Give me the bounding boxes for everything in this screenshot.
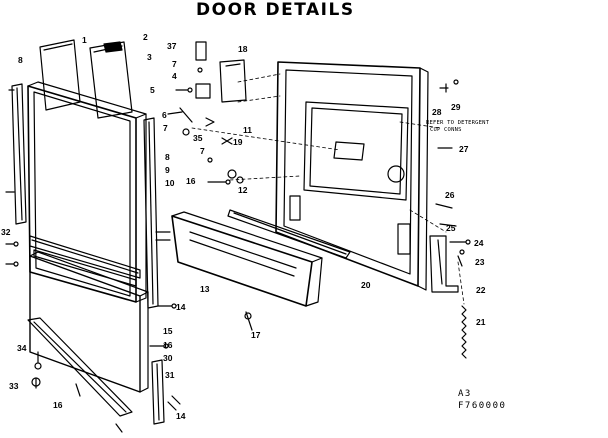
part-label-31: 31	[165, 370, 175, 380]
part-label-16a: 16	[186, 176, 196, 186]
part-label-11: 11	[243, 125, 252, 135]
part-label-19: 19	[233, 137, 243, 147]
part-label-10: 10	[165, 178, 175, 188]
part-label-8a: 8	[18, 55, 23, 65]
diagram-code-line-1: A3	[458, 389, 472, 399]
page-title: DOOR DETAILS	[196, 0, 355, 20]
side-bracket-drawing	[151, 359, 165, 425]
part-label-26: 26	[445, 190, 455, 200]
part-label-18: 18	[238, 44, 248, 54]
spring-drawing	[461, 305, 467, 359]
detergent-note-line-2: CUP CONNS	[430, 127, 462, 133]
part-label-16c: 16	[53, 400, 63, 410]
inner-door-panel-drawing	[27, 81, 147, 303]
outer-door-panel-drawing	[171, 211, 323, 307]
bottom-channel-drawing	[27, 317, 133, 417]
part-label-20: 20	[361, 280, 371, 290]
part-label-24: 24	[474, 238, 484, 248]
part-label-29: 29	[451, 102, 461, 112]
part-label-1: 1	[82, 35, 87, 45]
part-label-8b: 8	[165, 152, 170, 162]
part-label-27: 27	[459, 144, 469, 154]
part-label-25: 25	[446, 223, 456, 233]
part-label-13: 13	[200, 284, 210, 294]
part-label-9: 9	[165, 165, 170, 175]
part-label-14a: 14	[176, 302, 186, 312]
left-screws-drawing	[5, 241, 19, 267]
hinge-arm-drawing	[429, 235, 459, 293]
part-label-2: 2	[143, 32, 148, 42]
part-label-16b: 16	[163, 340, 173, 350]
part-label-12: 12	[238, 185, 248, 195]
part-label-15: 15	[163, 326, 173, 336]
door-frame-drawing	[275, 61, 429, 291]
part-label-32: 32	[1, 227, 11, 237]
part-label-23: 23	[475, 257, 485, 267]
part-label-33: 33	[9, 381, 19, 391]
part-label-35: 35	[193, 133, 203, 143]
part-label-4: 4	[172, 71, 177, 81]
part-label-34: 34	[17, 343, 27, 353]
part-label-7c: 7	[200, 146, 205, 156]
bottom-rail-drawing	[29, 235, 141, 287]
part-label-22: 22	[476, 285, 486, 295]
detergent-note-line-1: REFER TO DETERGENT	[426, 120, 490, 126]
part-label-28: 28	[432, 107, 442, 117]
left-side-trim-drawing	[5, 83, 27, 225]
part-label-7a: 7	[172, 59, 177, 69]
part-label-7b: 7	[163, 123, 168, 133]
part-label-5: 5	[150, 85, 155, 95]
part-label-37: 37	[167, 41, 177, 51]
diagram-code-line-2: F760000	[458, 401, 507, 411]
hinge-hardware-drawing	[195, 41, 247, 103]
part-label-21: 21	[476, 317, 486, 327]
part-label-3: 3	[147, 52, 152, 62]
part-label-6: 6	[162, 110, 167, 120]
part-label-17: 17	[251, 330, 261, 340]
part-label-14b: 14	[176, 411, 186, 421]
part-label-30: 30	[163, 353, 173, 363]
dashed-leader-lines	[191, 73, 465, 305]
